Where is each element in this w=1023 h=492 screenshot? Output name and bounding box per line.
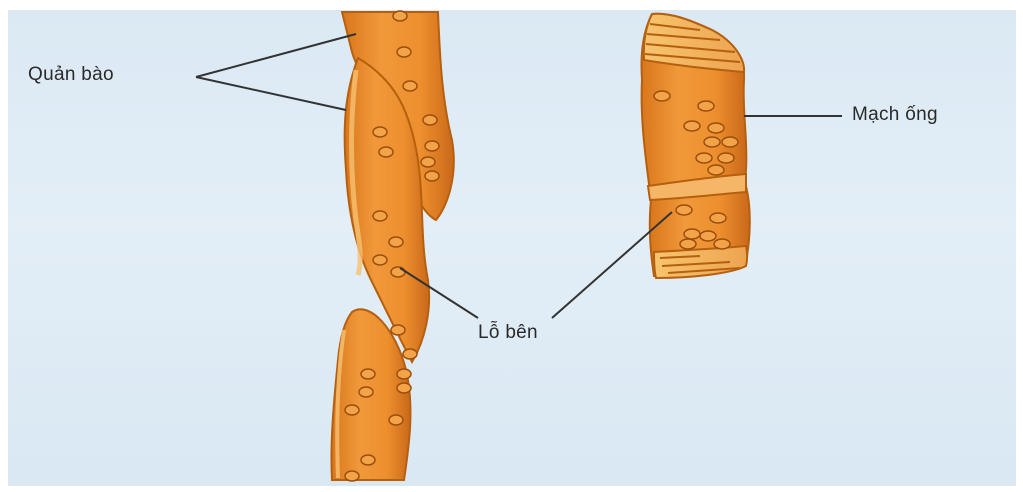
- leader-tracheid-lower: [196, 77, 346, 110]
- leader-tracheid-upper: [196, 34, 356, 77]
- label-tracheids: Quản bào: [28, 64, 114, 86]
- label-vessel-element: Mạch ống: [852, 104, 938, 126]
- vessel-end-plate-bottom: [654, 246, 747, 278]
- label-pits: Lỗ bên: [478, 322, 538, 344]
- vessel-end-plate-top: [644, 14, 744, 72]
